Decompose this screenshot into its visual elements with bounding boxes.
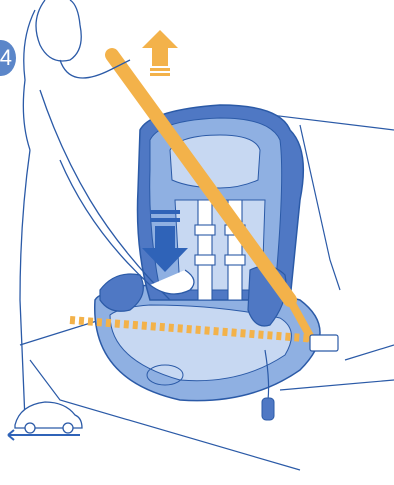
belt-latch	[262, 398, 274, 420]
orange-up-arrow-icon	[142, 30, 178, 76]
belt-buckle	[310, 335, 338, 351]
car-direction-icon	[8, 402, 82, 440]
